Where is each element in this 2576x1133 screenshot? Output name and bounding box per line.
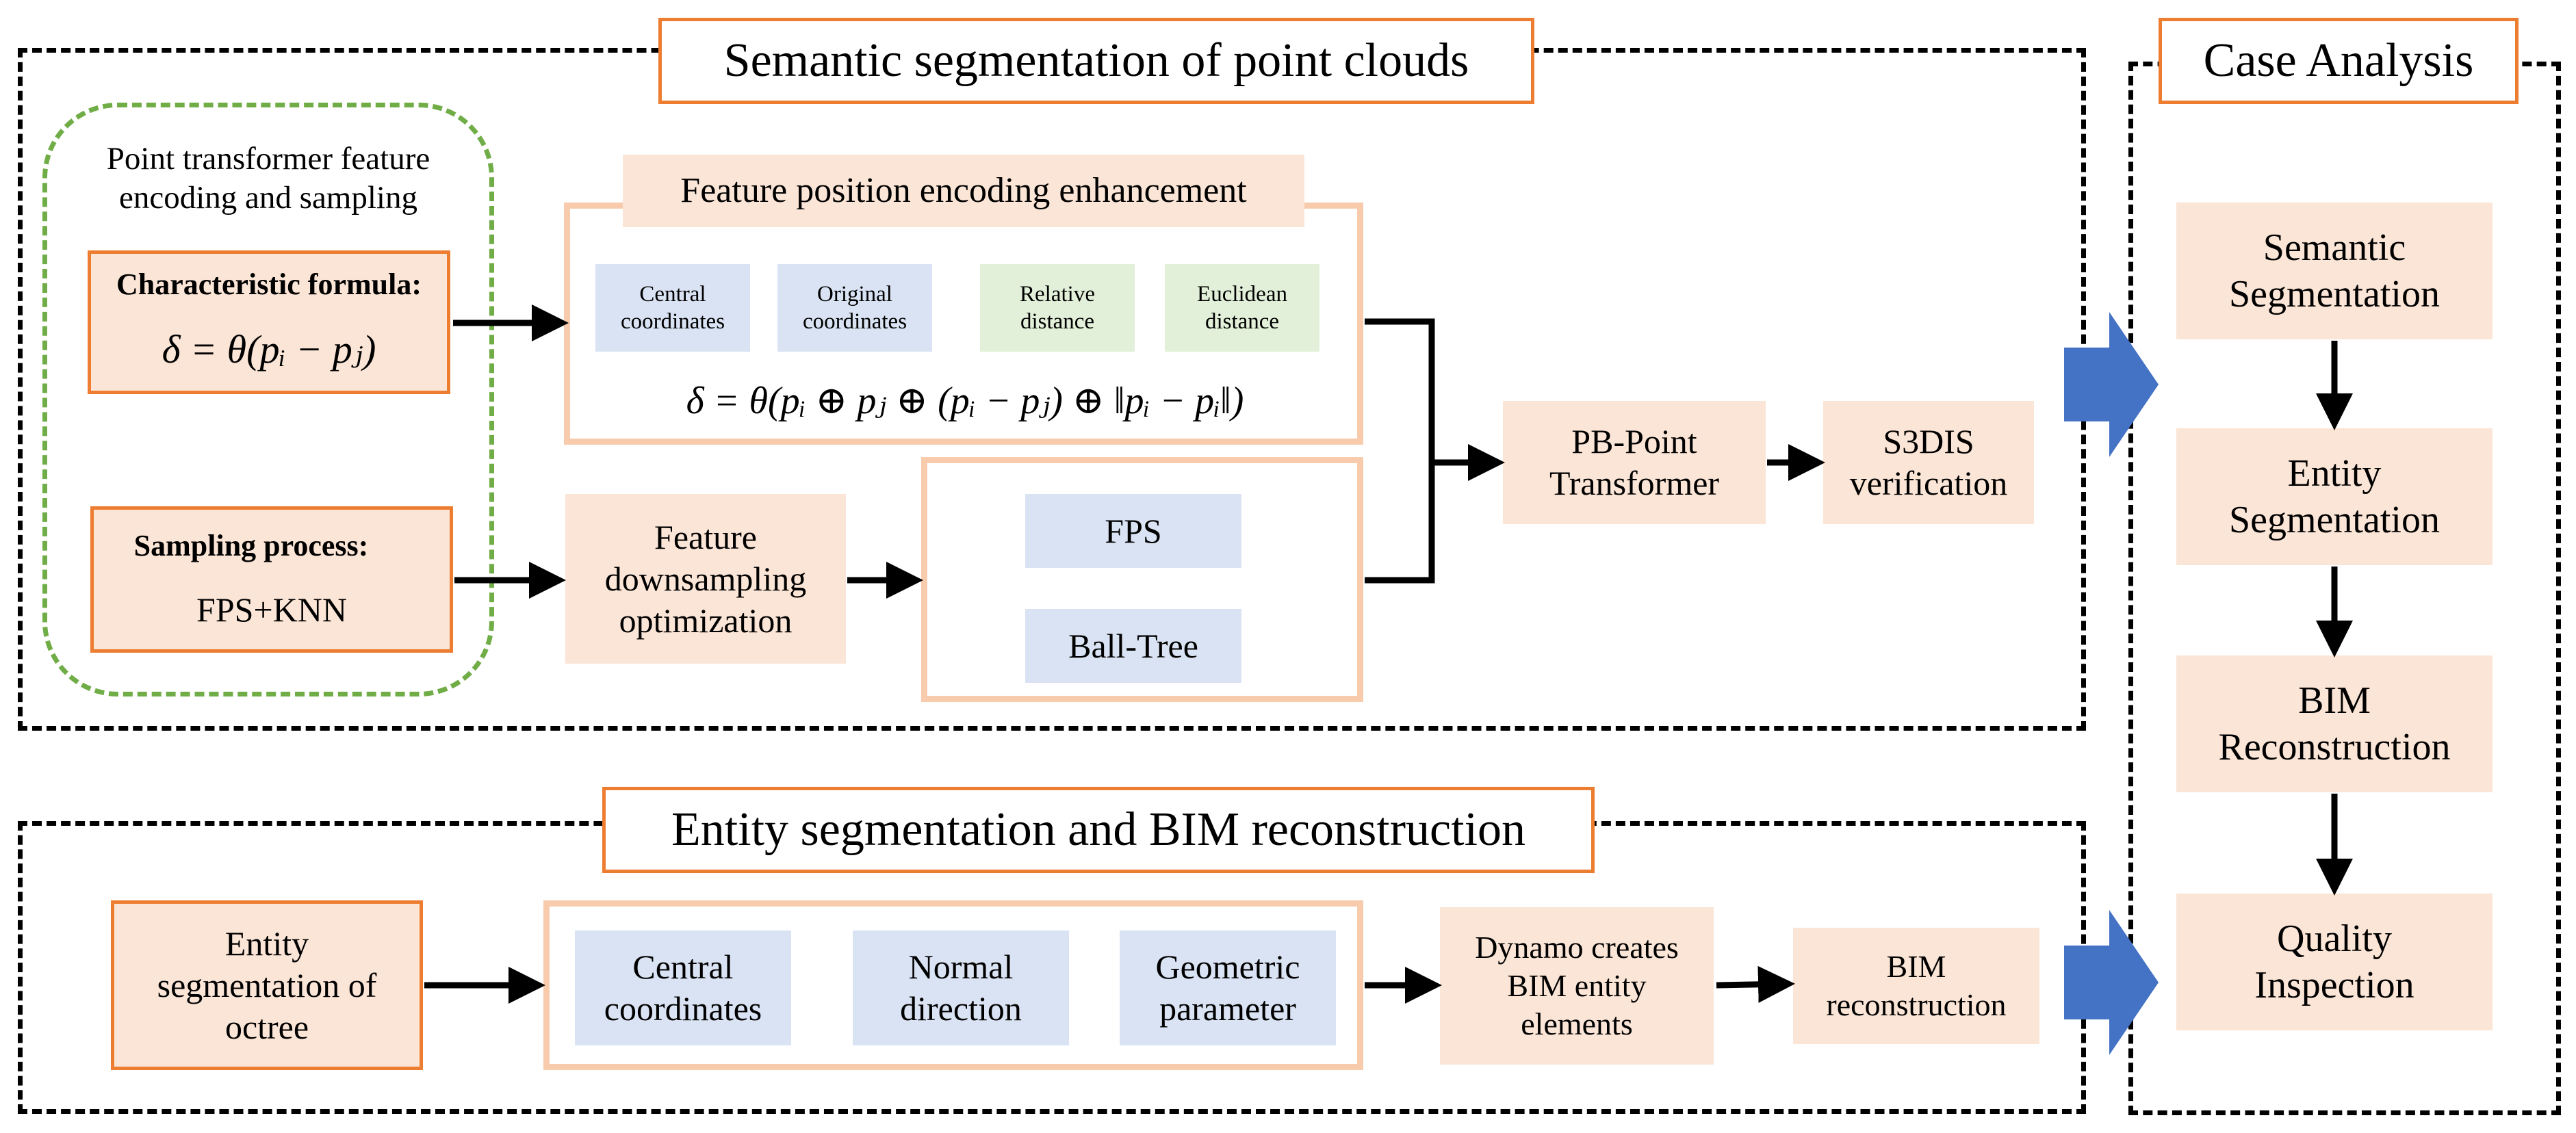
characteristic-formula: δ = θ(pᵢ − pⱼ) [162, 326, 376, 372]
feature-encoding-group [42, 103, 494, 696]
connector-encoding-to-merge [1365, 318, 1435, 584]
chip-central-coordinates: Central coordinates [595, 264, 750, 352]
case-step-semantic-segmentation: Semantic Segmentation [2176, 203, 2493, 339]
section-title-case-analysis: Case Analysis [2159, 18, 2519, 104]
characteristic-formula-box: Characteristic formula: δ = θ(pᵢ − pⱼ) [88, 250, 450, 394]
bim-reconstruction-box: BIM reconstruction [1793, 928, 2039, 1044]
section-title-semantic: Semantic segmentation of point clouds [658, 18, 1534, 104]
block-arrow-top-icon [2064, 312, 2159, 457]
feature-downsampling-box: Feature downsampling optimization [565, 494, 846, 664]
encoding-enhancement-formula: δ = θ(pᵢ ⊕ pⱼ ⊕ (pᵢ − pⱼ) ⊕ ‖pᵢ − pᵢ‖) [686, 379, 1244, 422]
dynamo-bim-elements-box: Dynamo creates BIM entity elements [1440, 907, 1714, 1065]
case-step-bim-reconstruction: BIM Reconstruction [2176, 655, 2493, 792]
block-arrow-bottom-icon [2064, 910, 2159, 1055]
arrow-dynamo-to-bim [1716, 965, 1795, 1003]
case-step-quality-inspection: Quality Inspection [2176, 894, 2493, 1030]
section-title-entity: Entity segmentation and BIM reconstructi… [602, 787, 1595, 873]
sampling-process-value: FPS+KNN [196, 590, 347, 629]
method-ball-tree: Ball-Tree [1025, 609, 1241, 683]
sampling-process-box: Sampling process: FPS+KNN [90, 506, 453, 653]
chip-central-coordinates-bottom: Central coordinates [575, 930, 791, 1045]
chip-euclidean-distance: Euclidean distance [1165, 264, 1319, 352]
encoding-enhancement-title: Feature position encoding enhancement [623, 155, 1304, 227]
pb-point-transformer-box: PB-Point Transformer [1503, 401, 1766, 524]
chip-original-coordinates: Original coordinates [777, 264, 932, 352]
feature-encoding-group-label: Point transformer feature encoding and s… [106, 140, 430, 216]
octree-segmentation-box: Entity segmentation of octree [111, 900, 423, 1070]
chip-relative-distance: Relative distance [980, 264, 1135, 352]
sampling-process-label: Sampling process: [133, 529, 369, 563]
case-step-entity-segmentation: Entity Segmentation [2176, 428, 2493, 565]
s3dis-verification-box: S3DIS verification [1823, 401, 2034, 524]
chip-geometric-parameter: Geometric parameter [1120, 930, 1336, 1045]
chip-normal-direction: Normal direction [853, 930, 1069, 1045]
characteristic-formula-label: Characteristic formula: [116, 268, 422, 302]
method-fps: FPS [1025, 494, 1241, 568]
